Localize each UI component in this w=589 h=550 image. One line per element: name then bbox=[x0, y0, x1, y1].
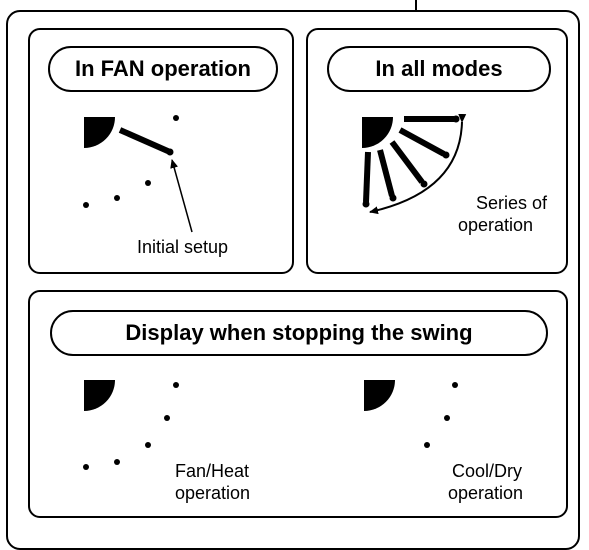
pointer-arrow-icon bbox=[170, 159, 193, 233]
louver-position-dot bbox=[442, 151, 450, 159]
panel-stop-swing-title: Display when stopping the swing bbox=[50, 310, 548, 356]
louver-position-dot bbox=[166, 148, 174, 156]
louver-blade-icon bbox=[363, 151, 371, 203]
louver-blade-icon bbox=[389, 140, 425, 184]
series-label-line2: operation bbox=[458, 215, 534, 235]
louver-position-dot bbox=[83, 464, 89, 470]
louver-position-dot bbox=[173, 382, 179, 388]
louver-blade-icon bbox=[377, 149, 395, 197]
louver-position-dot bbox=[145, 442, 151, 448]
leader-line bbox=[415, 0, 417, 12]
louver-quadrant-icon bbox=[84, 117, 115, 148]
louver-quadrant-icon bbox=[84, 380, 115, 411]
panel-all-modes-title: In all modes bbox=[327, 46, 551, 92]
louver-position-dot bbox=[452, 115, 460, 123]
louver-position-dot bbox=[114, 459, 120, 465]
louver-blade-icon bbox=[398, 127, 446, 157]
swing-arrow-icon bbox=[369, 113, 467, 215]
panel-all-modes bbox=[306, 28, 568, 274]
initial-setup-label: Initial setup bbox=[137, 237, 229, 257]
louver-quadrant-icon bbox=[362, 117, 393, 148]
diagram-graphics bbox=[83, 113, 467, 470]
louver-quadrant-icon bbox=[364, 380, 395, 411]
cool-dry-label-line2: operation bbox=[448, 483, 524, 503]
louver-position-dot bbox=[389, 194, 397, 202]
louver-position-dot bbox=[114, 195, 120, 201]
series-label-line1: Series of bbox=[476, 193, 548, 213]
louver-position-dot bbox=[83, 202, 89, 208]
louver-position-dot bbox=[420, 180, 428, 188]
louver-position-dot bbox=[424, 442, 430, 448]
louver-position-dot bbox=[362, 200, 370, 208]
panel-fan-operation-title: In FAN operation bbox=[48, 46, 278, 92]
panel-fan-operation bbox=[28, 28, 294, 274]
fan-heat-label-line2: operation bbox=[175, 483, 251, 503]
louver-position-dot bbox=[164, 415, 170, 421]
louver-position-dot bbox=[173, 115, 179, 121]
louver-position-dot bbox=[452, 382, 458, 388]
cool-dry-label-line1: Cool/Dry bbox=[452, 461, 523, 481]
louver-position-dot bbox=[444, 415, 450, 421]
louver-position-dot bbox=[145, 180, 151, 186]
panel-stop-swing bbox=[28, 290, 568, 518]
fan-heat-label-line1: Fan/Heat bbox=[175, 461, 250, 481]
louver-blade-icon bbox=[118, 127, 172, 155]
